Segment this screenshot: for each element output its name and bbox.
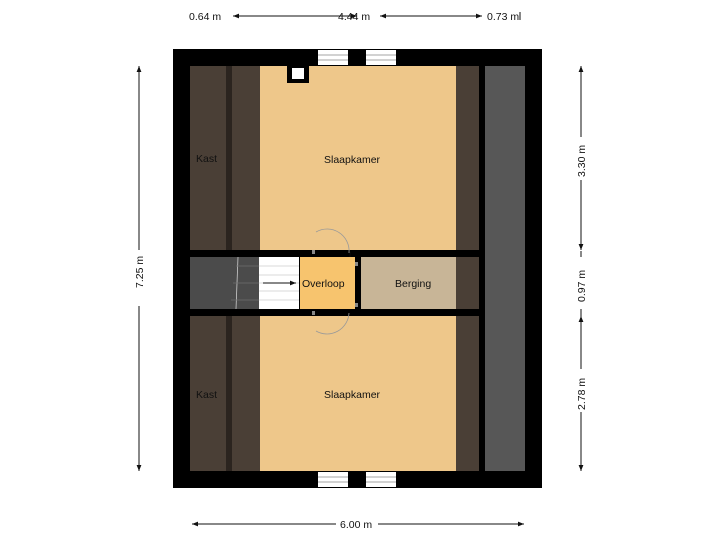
storage-right-dark xyxy=(456,257,479,309)
dimension-right-top-label: 3.30 m xyxy=(576,145,588,177)
dimension-top-left-label: 0.64 m xyxy=(189,11,221,23)
window-top xyxy=(318,50,396,65)
door-jamb-storage-2 xyxy=(355,303,358,307)
low-ceiling-top-right xyxy=(456,66,479,250)
closet-top-area xyxy=(190,66,260,250)
dimension-top-right-label: 0.73 m xyxy=(487,11,519,23)
bedroom-top-label: Slaapkamer xyxy=(324,154,381,166)
door-jamb-bottom xyxy=(312,311,315,315)
closet-partition-top xyxy=(226,66,232,250)
landing-label: Overloop xyxy=(302,278,345,290)
door-jamb-top xyxy=(312,250,315,254)
dimension-top xyxy=(233,12,521,20)
low-ceiling-bottom-right xyxy=(456,316,479,471)
dark-strip-right xyxy=(485,66,525,471)
stair-dark-treads xyxy=(231,265,259,301)
dimension-right-bottom-label: 2.78 m xyxy=(576,378,588,410)
dimension-right-middle-label: 0.97 m xyxy=(576,270,588,302)
closet-partition-bottom xyxy=(226,316,232,471)
door-jamb-storage xyxy=(355,262,358,266)
bedroom-bottom-area xyxy=(260,316,456,471)
bedroom-bottom-label: Slaapkamer xyxy=(324,389,381,401)
closet-bottom-area xyxy=(190,316,260,471)
door-swing-bottom xyxy=(315,312,350,335)
closet-bottom-label: Kast xyxy=(196,389,217,401)
landing-area xyxy=(300,257,355,309)
door-swing-top xyxy=(315,228,351,257)
window-bottom xyxy=(318,472,396,487)
storage-label: Berging xyxy=(395,278,431,290)
storage-area xyxy=(361,257,456,309)
dimension-bottom-label: 6.00 m xyxy=(340,519,372,531)
dimension-left-label: 7.25 m xyxy=(134,256,146,288)
chimney-inner xyxy=(292,68,304,79)
dimension-top-middle-label: 4.44 m xyxy=(338,11,370,23)
bedroom-top-area xyxy=(260,66,456,250)
closet-top-label: Kast xyxy=(196,153,217,165)
